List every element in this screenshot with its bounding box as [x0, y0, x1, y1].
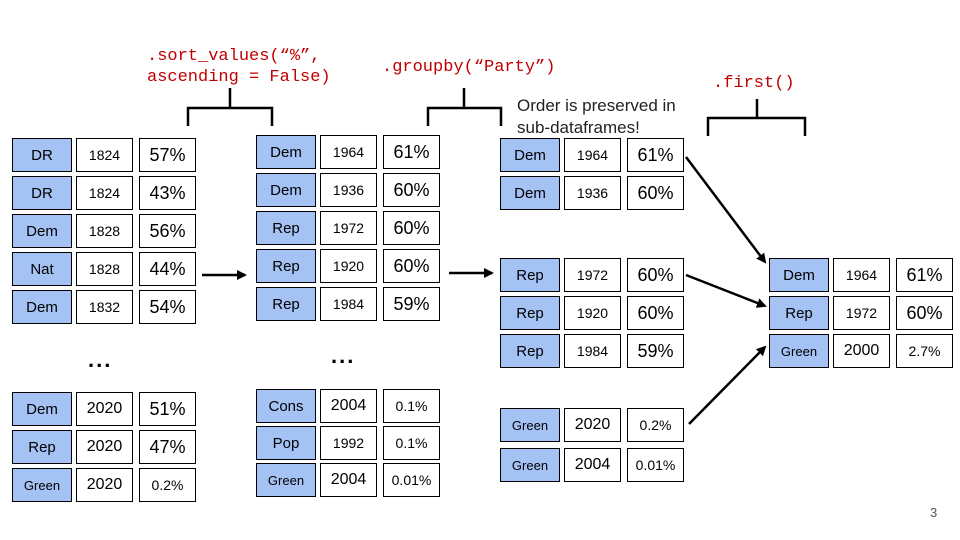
original-top-r2-pct: 43% [139, 176, 196, 210]
result-r2-pct: 60% [896, 296, 953, 330]
group-green-r1-party: Green [500, 408, 560, 442]
sorted-top-r2-year: 1936 [320, 173, 377, 207]
group-rep-r2-pct: 60% [627, 296, 684, 330]
original-top-r1-pct: 57% [139, 138, 196, 172]
group-rep-r1-pct: 60% [627, 258, 684, 292]
original-top-r3-party: Dem [12, 214, 72, 248]
sorted-top-r1-year: 1964 [320, 135, 377, 169]
arrow-green [688, 345, 767, 425]
group-rep-r3-party: Rep [500, 334, 560, 368]
group-green-r2-party: Green [500, 448, 560, 482]
sorted-top-r5-party: Rep [256, 287, 316, 321]
original-top-r5-pct: 54% [139, 290, 196, 324]
sorted-bottom-r1-year: 2004 [320, 389, 377, 423]
sorted-bottom-r2-pct: 0.1% [383, 426, 440, 460]
group-rep-r3-year: 1984 [564, 334, 621, 368]
page-number: 3 [930, 505, 938, 520]
original-bottom-r3-pct: 0.2% [139, 468, 196, 502]
group-dem-r1-pct: 61% [627, 138, 684, 172]
arrow-rep [685, 273, 767, 308]
original-top-r1-year: 1824 [76, 138, 133, 172]
order-note-line1: Order is preserved in [517, 96, 676, 115]
group-dem-r1-year: 1964 [564, 138, 621, 172]
sorted-top-r3-party: Rep [256, 211, 316, 245]
original-bottom-r1-pct: 51% [139, 392, 196, 426]
original-top-r2-year: 1824 [76, 176, 133, 210]
result-r2-party: Rep [769, 296, 829, 330]
original-top-r4-pct: 44% [139, 252, 196, 286]
arrow-dem [685, 156, 767, 264]
original-bottom-r2-year: 2020 [76, 430, 133, 464]
group-rep-r2-party: Rep [500, 296, 560, 330]
sorted-top-r2-party: Dem [256, 173, 316, 207]
group-dem-r2-pct: 60% [627, 176, 684, 210]
original-bottom-r2-party: Rep [12, 430, 72, 464]
result-r3-party: Green [769, 334, 829, 368]
original-bottom-r3-party: Green [12, 468, 72, 502]
sorted-bottom-r3-pct: 0.01% [383, 463, 440, 497]
order-note: Order is preserved in sub-dataframes! [517, 95, 676, 139]
sorted-top-r4-party: Rep [256, 249, 316, 283]
brace-first [706, 99, 807, 136]
result-r2-year: 1972 [833, 296, 890, 330]
group-dem-r1-party: Dem [500, 138, 560, 172]
sorted-bottom-r2-party: Pop [256, 426, 316, 460]
result-r1-party: Dem [769, 258, 829, 292]
original-top-r1-party: DR [12, 138, 72, 172]
group-rep-r3-pct: 59% [627, 334, 684, 368]
original-bottom-r2-pct: 47% [139, 430, 196, 464]
original-top-r2-party: DR [12, 176, 72, 210]
brace-sort [186, 88, 274, 126]
group-green-r1-pct: 0.2% [627, 408, 684, 442]
group-dem-r2-party: Dem [500, 176, 560, 210]
sort-values-line2: ascending = False) [147, 68, 331, 87]
sorted-top-r5-pct: 59% [383, 287, 440, 321]
original-top-r3-pct: 56% [139, 214, 196, 248]
sorted-bottom-r1-pct: 0.1% [383, 389, 440, 423]
original-top-r5-party: Dem [12, 290, 72, 324]
result-r1-year: 1964 [833, 258, 890, 292]
result-r3-pct: 2.7% [896, 334, 953, 368]
original-top-r5-year: 1832 [76, 290, 133, 324]
sorted-top-r1-pct: 61% [383, 135, 440, 169]
sorted-top-r4-pct: 60% [383, 249, 440, 283]
order-note-line2: sub-dataframes! [517, 118, 640, 137]
brace-groupby [426, 88, 503, 126]
first-label: .first() [713, 74, 795, 93]
sorted-top-r3-pct: 60% [383, 211, 440, 245]
sorted-bottom-r3-party: Green [256, 463, 316, 497]
original-top-r4-year: 1828 [76, 252, 133, 286]
sort-values-line1: .sort_values(“%”, [147, 47, 321, 66]
group-dem-r2-year: 1936 [564, 176, 621, 210]
original-top-r4-party: Nat [12, 252, 72, 286]
sorted-top-r2-pct: 60% [383, 173, 440, 207]
group-rep-r1-party: Rep [500, 258, 560, 292]
sorted-bottom-r2-year: 1992 [320, 426, 377, 460]
original-bottom-r1-year: 2020 [76, 392, 133, 426]
result-r3-year: 2000 [833, 334, 890, 368]
sorted-top-r3-year: 1972 [320, 211, 377, 245]
sorted-top-r5-year: 1984 [320, 287, 377, 321]
original-top-r3-year: 1828 [76, 214, 133, 248]
sorted-bottom-r1-party: Cons [256, 389, 316, 423]
group-green-r2-year: 2004 [564, 448, 621, 482]
group-green-r2-pct: 0.01% [627, 448, 684, 482]
group-rep-r1-year: 1972 [564, 258, 621, 292]
group-green-r1-year: 2020 [564, 408, 621, 442]
sorted-top-r4-year: 1920 [320, 249, 377, 283]
ellipsis-original: ... [88, 347, 113, 372]
sorted-bottom-r3-year: 2004 [320, 463, 377, 497]
group-rep-r2-year: 1920 [564, 296, 621, 330]
sorted-top-r1-party: Dem [256, 135, 316, 169]
original-bottom-r1-party: Dem [12, 392, 72, 426]
groupby-label: .groupby(“Party”) [382, 58, 556, 77]
result-r1-pct: 61% [896, 258, 953, 292]
sort-values-label: .sort_values(“%”, ascending = False) [147, 46, 331, 88]
ellipsis-sorted: ... [331, 343, 356, 368]
original-bottom-r3-year: 2020 [76, 468, 133, 502]
